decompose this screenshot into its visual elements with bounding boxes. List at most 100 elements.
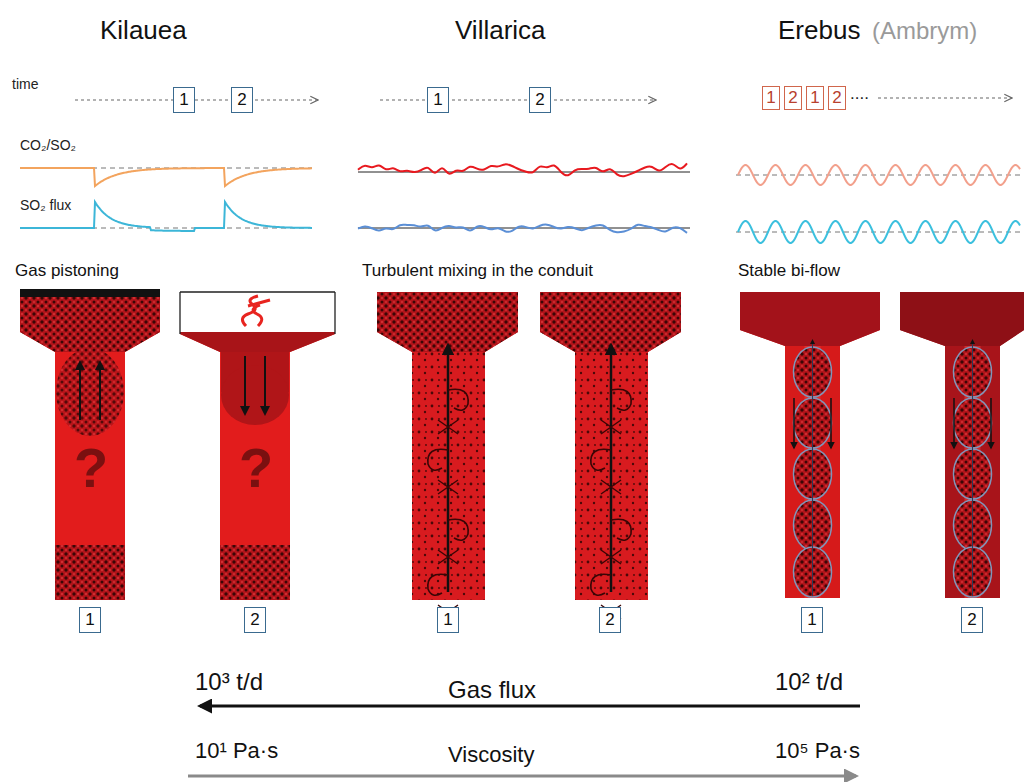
box-number: 1 <box>810 88 819 108</box>
conduit <box>740 292 880 598</box>
conduit <box>540 292 681 600</box>
mixing-cross <box>438 420 458 434</box>
flow-arrow <box>793 398 795 448</box>
crust <box>20 289 160 297</box>
bubbly-lava-lake <box>20 296 160 352</box>
number-box: 2 <box>231 87 252 113</box>
flow-arrow <box>830 398 832 448</box>
conduit <box>900 292 1024 598</box>
box-number: 1 <box>85 610 94 630</box>
container-wall <box>180 292 335 334</box>
co2-so2-curve <box>738 165 1020 185</box>
lava-lake <box>740 292 880 346</box>
gas-burst <box>248 300 270 306</box>
regime-heading: Turbulent mixing in the conduit <box>362 261 593 281</box>
number-box: 1 <box>173 87 194 113</box>
mixing-cross <box>601 550 621 564</box>
bubbly-magma <box>55 545 125 600</box>
eddy <box>448 389 468 410</box>
eddy <box>591 574 611 595</box>
number-box: 2 <box>828 86 845 110</box>
gas-flux-arrow <box>200 705 860 708</box>
eddy <box>591 449 611 470</box>
number-box: 1 <box>806 86 823 110</box>
box-number: 1 <box>179 90 188 110</box>
ellipsis: .... <box>850 84 869 104</box>
volcano-name: Erebus <box>778 16 860 46</box>
number-box: 1 <box>427 87 448 113</box>
flow-arrow <box>990 398 992 448</box>
number-box: 2 <box>961 607 982 633</box>
core-line <box>972 340 973 596</box>
number-box: 2 <box>784 86 801 110</box>
regime-heading: Stable bi-flow <box>738 261 840 281</box>
box-number: 2 <box>605 610 614 630</box>
number-box: 2 <box>599 607 620 633</box>
box-number: 2 <box>250 610 259 630</box>
scale-value: 10⁵ Pa·s <box>775 738 860 763</box>
degassed-lake <box>180 332 335 352</box>
eddy <box>611 519 631 540</box>
mixing-cross <box>438 550 458 564</box>
conduit <box>20 296 160 600</box>
time-arrow <box>75 99 318 100</box>
time-arrow <box>380 99 656 100</box>
signal-label: CO₂/SO₂ <box>20 137 76 153</box>
gas-pocket <box>56 348 124 436</box>
axis-title: Viscosity <box>448 742 534 767</box>
flow-arrow <box>953 398 955 448</box>
box-number: 2 <box>832 88 841 108</box>
time-arrow <box>878 97 1012 98</box>
scale-value: 10² t/d <box>775 668 843 696</box>
flow-arrow <box>244 356 246 414</box>
volcano-name: Villarica <box>455 16 546 46</box>
eddy <box>428 449 448 470</box>
conduit <box>377 292 518 600</box>
flow-arrow <box>99 362 101 420</box>
eddy <box>448 519 468 540</box>
bubbly-lava-lake <box>377 292 518 352</box>
scale-value: 10³ t/d <box>195 668 263 696</box>
so2-flux-curve <box>358 225 687 233</box>
box-number: 2 <box>535 90 544 110</box>
eddy <box>611 389 631 410</box>
flow-arrow <box>610 345 613 592</box>
mixing-cross <box>601 420 621 434</box>
eddy <box>428 574 448 595</box>
number-box: 1 <box>79 607 100 633</box>
box-number: 1 <box>443 610 452 630</box>
sinking-plume <box>221 365 289 425</box>
core-line <box>812 340 813 596</box>
so2-flux-curve <box>738 221 1020 243</box>
question-mark: ? <box>74 436 108 500</box>
flow-arrow <box>447 345 450 592</box>
flow-arrow <box>79 362 81 420</box>
mixing-cross <box>438 480 458 494</box>
question-mark: ? <box>239 436 273 500</box>
number-box: 2 <box>244 607 265 633</box>
mixing-cross <box>601 480 621 494</box>
bubbly-lava-lake <box>540 292 681 352</box>
box-number: 1 <box>766 88 775 108</box>
number-box: 2 <box>529 87 550 113</box>
flow-arrow <box>264 356 266 414</box>
box-number: 2 <box>788 88 797 108</box>
lava-lake <box>900 292 1024 346</box>
bubbly-magma <box>220 545 290 600</box>
box-number: 2 <box>967 610 976 630</box>
scale-value: 10¹ Pa·s <box>195 738 278 763</box>
regime-heading: Gas pistoning <box>15 261 119 281</box>
number-box: 1 <box>762 86 779 110</box>
number-box: 1 <box>801 607 822 633</box>
number-box: 1 <box>437 607 458 633</box>
gas-burst <box>242 296 261 326</box>
co2-so2-curve <box>20 168 312 186</box>
box-number: 1 <box>433 90 442 110</box>
axis-label: time <box>12 76 38 92</box>
volcano-name: Kilauea <box>100 16 187 46</box>
co2-so2-curve <box>358 163 687 176</box>
viscosity-arrow <box>188 775 856 778</box>
volcano-name-grey: (Ambrym) <box>872 17 977 45</box>
